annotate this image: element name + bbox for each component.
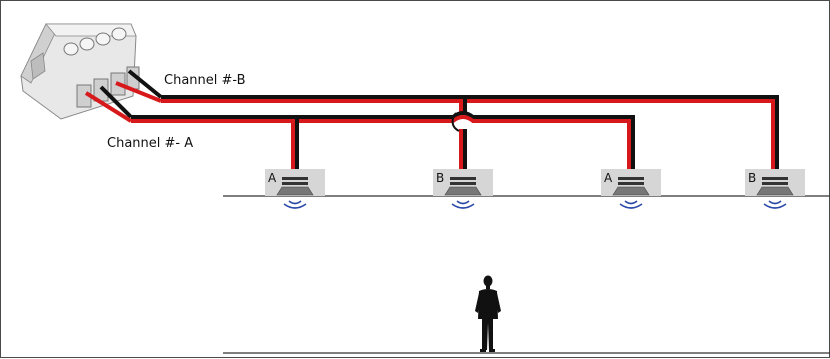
speaker-label: A [268,171,277,185]
speaker-4: B [745,169,805,209]
channel-a-wires [84,85,133,123]
sound-wave-icon [283,200,307,209]
ceiling-speaker-icon [444,177,482,196]
ceiling-speaker-icon [756,177,794,196]
speaker-1: A [265,169,325,209]
sound-wave-icon [451,200,475,209]
person-silhouette-icon [475,275,501,352]
ceiling-speaker-icon [276,177,314,196]
ceiling-speaker-icon [612,177,650,196]
speaker-3: A [601,169,661,209]
sound-wave-icon [619,200,643,209]
channel-b-bus [161,95,779,179]
channel-a-bus [131,111,635,179]
speaker-label: B [436,171,444,185]
wire-crossover [451,112,460,132]
sound-wave-icon [763,200,787,209]
channel-a-label: Channel #- A [107,136,193,151]
channel-b-label: Channel #-B [164,73,246,88]
speaker-label: A [604,171,613,185]
speaker-2: B [433,169,493,209]
speaker-label: B [748,171,756,185]
channel-b-wires [115,69,163,103]
